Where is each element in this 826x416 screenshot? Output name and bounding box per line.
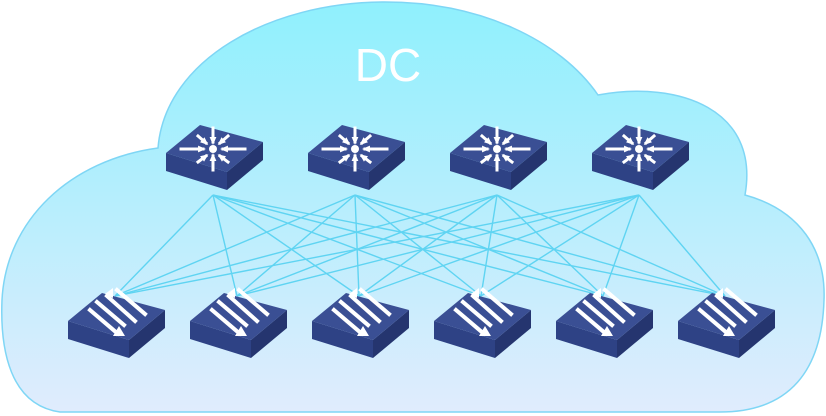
link-spine-2-leaf-5 [354, 194, 604, 297]
leaf-5[interactable] [556, 287, 653, 358]
spine-1[interactable] [166, 125, 263, 190]
link-spine-1-leaf-2 [212, 194, 238, 297]
switch-icon [331, 287, 392, 336]
link-spine-3-leaf-4 [480, 194, 498, 297]
link-spine-4-leaf-3 [358, 194, 640, 297]
link-spine-2-leaf-6 [354, 194, 726, 297]
spine-2[interactable] [308, 125, 405, 190]
router-icon [605, 126, 673, 172]
link-spine-3-leaf-2 [236, 194, 498, 297]
link-spine-2-leaf-2 [236, 194, 356, 297]
leaf-3[interactable] [312, 287, 409, 358]
link-spine-1-leaf-3 [212, 194, 360, 297]
switch-icon [697, 287, 758, 336]
switch-icon [87, 287, 148, 336]
router-icon [321, 126, 389, 172]
leaf-2[interactable] [190, 287, 287, 358]
link-spine-2-leaf-4 [354, 194, 482, 297]
links-layer [114, 194, 726, 297]
router-icon [463, 126, 531, 172]
diagram-title: DC [354, 39, 422, 91]
leaf-1[interactable] [68, 287, 165, 358]
link-spine-1-leaf-4 [212, 194, 482, 297]
link-spine-1-leaf-5 [212, 194, 604, 297]
switch-icon [209, 287, 270, 336]
link-spine-1-leaf-6 [212, 194, 726, 297]
spine-4[interactable] [592, 125, 689, 190]
link-spine-4-leaf-4 [480, 194, 640, 297]
link-spine-3-leaf-1 [114, 194, 498, 297]
link-spine-4-leaf-2 [236, 194, 640, 297]
link-spine-4-leaf-5 [602, 194, 640, 297]
switch-icon [453, 287, 514, 336]
spine-3[interactable] [450, 125, 547, 190]
link-spine-4-leaf-1 [114, 194, 640, 297]
link-spine-3-leaf-3 [358, 194, 498, 297]
link-spine-1-leaf-1 [114, 194, 214, 297]
router-icon [179, 126, 247, 172]
link-spine-3-leaf-6 [496, 194, 726, 297]
link-spine-3-leaf-5 [496, 194, 604, 297]
devices-layer [68, 125, 775, 358]
link-spine-4-leaf-6 [638, 194, 726, 297]
link-spine-2-leaf-1 [114, 194, 356, 297]
leaf-4[interactable] [434, 287, 531, 358]
switch-icon [575, 287, 636, 336]
leaf-6[interactable] [678, 287, 775, 358]
link-spine-2-leaf-3 [354, 194, 360, 297]
